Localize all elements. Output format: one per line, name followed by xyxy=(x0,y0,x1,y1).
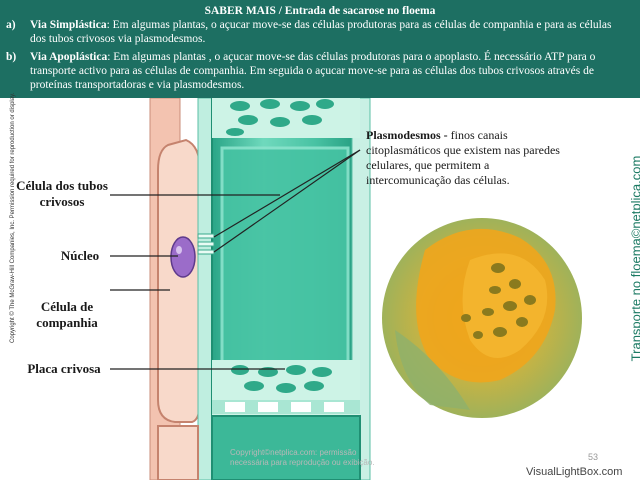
label-sieve-tube: Célula dos tubos crivosos xyxy=(16,178,108,209)
item-b-term: Via Apoplástica xyxy=(30,51,108,63)
nucleus xyxy=(170,236,196,278)
footer-brand: VisualLightBox.com xyxy=(526,466,623,478)
label-nucleus: Núcleo xyxy=(60,248,100,263)
label-sieve-plate: Placa crivosa xyxy=(27,361,101,376)
leader-plasmodesmata-1 xyxy=(213,149,361,238)
label-companion-cell: Célula de companhia xyxy=(36,299,98,330)
item-b-label: b) xyxy=(6,51,17,63)
side-title: Transporte no floema©netplica.com xyxy=(628,155,640,362)
page-number: 53 xyxy=(588,452,599,462)
top-sieve-plate xyxy=(212,98,360,138)
plasmodesmata-channels xyxy=(197,233,215,255)
item-b-body: : Em algumas plantas , o açucar move-se … xyxy=(30,51,596,91)
header-banner: SABER MAIS / Entrada de sacarose no floe… xyxy=(0,0,640,98)
sieve-tube-inner xyxy=(220,146,350,380)
micrograph-image xyxy=(382,218,582,418)
companion-cell xyxy=(157,138,201,423)
item-a-body: : Em algumas plantas, o açucar move-se d… xyxy=(30,19,612,45)
header-title: SABER MAIS / Entrada de sacarose no floe… xyxy=(204,5,436,17)
item-a-label: a) xyxy=(6,19,16,31)
item-a-text: Via Simplástica: Em algumas plantas, o a… xyxy=(30,18,630,46)
plasmodesmata-term: Plasmodesmos - xyxy=(366,128,448,142)
item-b-text: Via Apoplástica: Em algumas plantas , o … xyxy=(30,50,630,92)
watermark-text: Copyright©netplica.com: permissão necess… xyxy=(230,448,375,467)
bottom-sieve-plate xyxy=(212,360,360,416)
side-copyright: Copyright © The McGraw-Hill Companies, I… xyxy=(10,92,16,343)
leader-plasmodesmata-2 xyxy=(213,149,361,253)
middle-wall xyxy=(197,97,213,480)
item-a-term: Via Simplástica xyxy=(30,19,107,31)
plasmodesmata-text: finos canais citoplasmáticos que existem… xyxy=(366,128,560,187)
plasmodesmata-description: Plasmodesmos - finos canais citoplasmáti… xyxy=(366,128,576,188)
